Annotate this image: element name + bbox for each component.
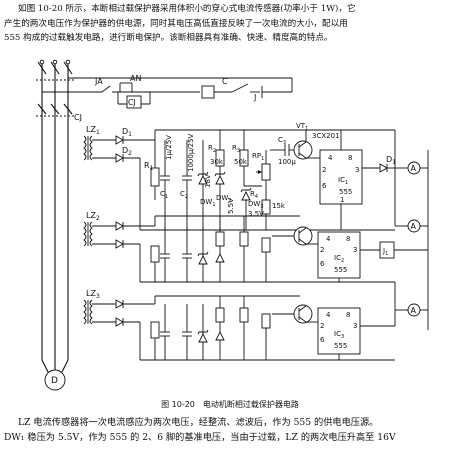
relay-coil (201, 85, 215, 99)
dw2-label: DW2 (216, 194, 232, 204)
ic1-pin1: 1 (340, 196, 344, 204)
ic3-pin2: 2 (320, 322, 324, 330)
c3-value: 100μ (278, 158, 296, 166)
dw1-value: 18V (204, 174, 212, 188)
lz1-supply-components: R1 C1 1μ/25V C2 1000μ/25V DW1 18V R2 30k (144, 122, 396, 230)
motor: D (41, 359, 69, 391)
intro-line-1: 如图 10-20 所示，本断相过载保护器采用体积小的穿心式电流传感器(功率小于 … (18, 4, 356, 14)
ic3-label: IC3 (334, 330, 344, 340)
ic2-pin3: 3 (353, 246, 357, 254)
ic1-pin3: 3 (355, 166, 359, 174)
circuit-diagram: CJ JA AN CJ C J LZ1 (36, 59, 429, 391)
dw3-value: 3.5V (248, 210, 264, 218)
control-circuit: JA AN CJ C J (42, 74, 293, 109)
ja-label: JA (94, 77, 103, 86)
dw1-label: DW1 (200, 198, 216, 208)
fuse-group (36, 59, 74, 81)
explanation-paragraph: LZ 电流传感器将一次电流感应为两次电压，经整流、滤波后，作为 555 的供电电… (4, 415, 456, 445)
lz1-label: LZ1 (86, 125, 100, 136)
vt1-part: 3CX201 (312, 132, 340, 140)
ic1-pin8: 8 (348, 154, 352, 162)
r4-value: 15k (272, 202, 286, 210)
d2-label: D2 (122, 146, 132, 157)
ic2-pin6: 6 (320, 260, 325, 268)
cj-switch-label: CJ (128, 98, 135, 107)
ic2-pin4: 4 (326, 235, 331, 243)
r3-value: 50k (234, 158, 248, 166)
c1-label: C1 (160, 190, 168, 200)
figure-caption: 图 10-20 电动机断相过载保护器电路 (161, 400, 299, 409)
d1-left-label: D1 (122, 127, 132, 138)
ammeter-group: A A A (395, 150, 429, 330)
r4-label: R4 (250, 190, 258, 200)
ic3-555: 4 8 2 3 6 IC3 555 (317, 282, 396, 360)
ic1-555: 4 8 2 3 6 IC1 555 1 D1 (319, 130, 396, 230)
c-contact-label: C (222, 77, 228, 86)
lz3-label: LZ3 (86, 289, 100, 300)
dw3-label: DW3 (248, 200, 264, 210)
vt1-transistor (293, 140, 313, 160)
r1-label: R1 (144, 161, 154, 172)
cj-main-label: CJ (74, 113, 82, 122)
r3-label: R3 (232, 144, 240, 154)
ic3-pin4: 4 (326, 311, 331, 319)
ic2-555: 4 8 2 3 6 IC2 555 J1 (317, 231, 428, 282)
explanation-line-1: LZ 电流传感器将一次电流感应为两次电压，经整流、滤波后，作为 555 的供电电… (18, 417, 379, 428)
rp1-label: RP1 (252, 152, 264, 162)
ic2-label: IC2 (334, 254, 344, 264)
intro-line-2: 产生的两次电压作为保护器的供电源，同时其电压高低直接反映了一次电流的大小，配以用 (4, 18, 348, 29)
lz2-branch: LZ2 (83, 211, 318, 282)
ic3-pin8: 8 (346, 311, 350, 319)
ic1-pin2: 2 (322, 166, 326, 174)
r2-label: R2 (208, 144, 216, 154)
c1-value: 1μ/25V (165, 135, 173, 160)
ic1-type: 555 (339, 188, 352, 196)
intro-paragraph: 如图 10-20 所示，本断相过载保护器采用体积小的穿心式电流传感器(功率小于 … (4, 2, 456, 46)
c2-value: 1000μ/25V (187, 133, 195, 172)
motor-label: D (51, 376, 58, 386)
ic3-pin3: 3 (353, 322, 357, 330)
ic1-pin6: 6 (322, 182, 327, 190)
rp1-pot (261, 163, 271, 181)
j-contact-label: J (253, 93, 256, 102)
j1-label: J1 (382, 247, 388, 257)
d1-right-label: D1 (386, 155, 396, 166)
intro-line-3: 555 构成的过载触发电路，进行断电保护。该断相器具有准确、快速、精度高的特点。 (4, 33, 333, 44)
ic2-pin8: 8 (346, 235, 350, 243)
lz1-branch: LZ1 D1 D2 (83, 125, 155, 230)
ic3-type: 555 (334, 342, 347, 350)
explanation-line-2: DW₁ 稳压为 5.5V，作为 555 的 2、6 脚的基准电压，当由于过载，L… (4, 432, 396, 443)
ic1-pin4: 4 (328, 154, 333, 162)
ic2-pin2: 2 (320, 246, 324, 254)
r2-value: 30k (210, 158, 224, 166)
c3-label: C3 (278, 136, 286, 146)
ic2-type: 555 (334, 266, 347, 274)
three-phase-supply: CJ (36, 59, 82, 360)
main-contactor: CJ (36, 103, 82, 122)
c2-label: C2 (180, 190, 188, 200)
motor-circle (44, 369, 66, 391)
ammeter-1-label: A (411, 222, 417, 231)
vt1-label: VT1 (296, 122, 308, 132)
ic1-label: IC1 (338, 176, 348, 186)
lz3-branch: LZ3 (83, 289, 318, 360)
ic3-pin6: 6 (320, 336, 325, 344)
ammeter-0-label: A (411, 164, 417, 173)
lz2-label: LZ2 (86, 211, 100, 222)
dw-value: 5.5V (227, 198, 235, 214)
an-label: AN (130, 74, 141, 83)
ammeter-2-label: A (411, 306, 417, 315)
